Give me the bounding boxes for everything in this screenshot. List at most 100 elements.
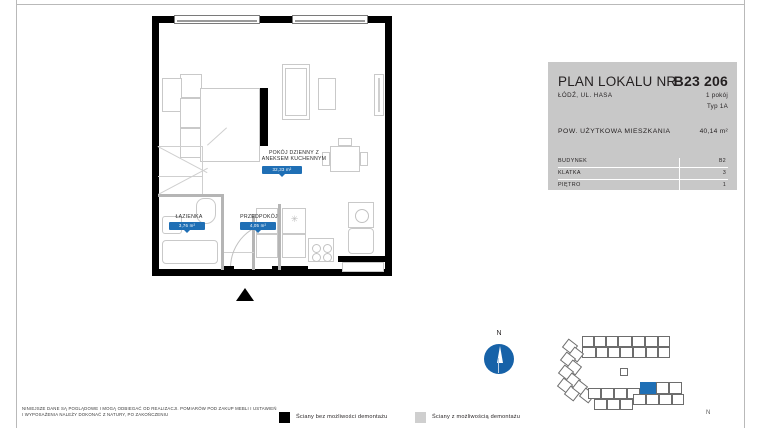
info-value-staircase: 3 (722, 170, 726, 176)
page-border-left (16, 0, 17, 428)
unit-address: ŁÓDŹ, UL. HASA (558, 92, 613, 99)
minimap-unit (594, 399, 607, 410)
furniture-wardrobe (162, 78, 182, 112)
furniture-chair-top (338, 138, 352, 146)
room-label-bathroom: ŁAZIENKA (175, 214, 203, 220)
door-jamb-left (224, 266, 234, 272)
minimap-unit (582, 347, 596, 358)
window-left-bar (177, 20, 257, 22)
window-right (292, 15, 368, 24)
info-table-vertical-divider (679, 158, 680, 192)
room-label-living: POKÓJ DZIENNY Z ANEKSEM KUCHENNYM (234, 150, 354, 163)
info-row-divider-1 (558, 167, 728, 168)
legend-label-fixed-walls: Ściany bez możliwości demontażu (296, 414, 388, 420)
info-row-floor: PIĘTRO 1 (558, 180, 728, 192)
minimap-unit (608, 347, 620, 358)
info-row-building: BUDYNEK B2 (558, 156, 728, 168)
minimap-unit (645, 336, 658, 347)
legend-label-removable-walls: Ściany z możliwością demontażu (432, 414, 521, 420)
panel-title: PLAN LOKALU NR (558, 74, 677, 89)
door-jamb-right (272, 266, 308, 272)
unit-number: B23 206 (673, 73, 728, 89)
burner-4 (323, 253, 332, 262)
window-right-wall-bar (378, 78, 380, 112)
furniture-dining-table (330, 146, 360, 172)
closet-line-top (158, 146, 203, 147)
apartment-floor-plan: ✳ POKÓJ DZIENNY Z ANEKSEM KUCHENNYM 32,3… (152, 15, 392, 276)
minimap-unit (633, 394, 646, 405)
kitchen-cabinet-c (282, 234, 306, 258)
minimap-unit (633, 347, 646, 358)
minimap-unit (620, 399, 633, 410)
minimap-unit (669, 382, 682, 394)
room-area-badge-living: 32,33 m² (262, 166, 302, 177)
disclaimer-text: NINIEJSZE DANE SĄ POGLĄDOWE I MOGĄ ODBIE… (22, 406, 277, 418)
minimap-unit (601, 388, 614, 399)
furniture-chair-left (322, 152, 330, 166)
building-minimap (548, 332, 688, 414)
kitchen-counter (342, 262, 384, 272)
usable-area-label: POW. UŻYTKOWA MIESZKANIA (558, 128, 671, 135)
fixture-toilet (196, 198, 216, 224)
minimap-highlighted-unit (640, 382, 656, 394)
furniture-sofa-seat (285, 68, 307, 116)
wall-right (385, 16, 392, 276)
unit-type: Typ 1A (706, 103, 728, 110)
wall-top (152, 16, 392, 23)
minimap-unit (618, 336, 632, 347)
furniture-nightstand-top (180, 74, 202, 98)
kitchen-appliance (348, 228, 374, 254)
info-key-floor: PIĘTRO (558, 182, 581, 188)
minimap-unit (596, 347, 608, 358)
minimap-unit (588, 388, 601, 399)
window-left (174, 15, 260, 24)
fixture-bathtub (162, 240, 218, 264)
minimap-unit (659, 394, 672, 405)
info-row-divider-2 (558, 179, 728, 180)
washer-drum (355, 209, 369, 223)
info-value-building: B2 (719, 158, 726, 164)
bathroom-upper-line (158, 176, 202, 177)
minimap-unit (646, 394, 659, 405)
kitchen-wall-stub (338, 256, 386, 262)
minimap-unit (582, 336, 594, 347)
burner-1 (312, 244, 321, 253)
furniture-nightstand-mid (180, 98, 202, 128)
furniture-nightstand-bottom (180, 128, 202, 158)
minimap-unit (658, 336, 670, 347)
compass-icon (484, 344, 514, 374)
info-key-building: BUDYNEK (558, 158, 588, 164)
room-living-line2: ANEKSEM KUCHENNYM (261, 156, 327, 163)
room-label-hall: PRZEDPOKÓJ (240, 214, 278, 220)
minimap-unit (620, 347, 633, 358)
minimap-unit (646, 347, 658, 358)
room-area-badge-hall: 4,05 m² (240, 222, 276, 233)
wall-left (152, 16, 159, 276)
kitchen-sink-unit (282, 208, 306, 234)
wall-bottom (152, 269, 392, 276)
entrance-marker-triangle (236, 288, 254, 301)
partition-stub (260, 88, 268, 146)
furniture-chair-right (360, 152, 368, 166)
burner-3 (312, 253, 321, 262)
minimap-unit (632, 336, 645, 347)
minimap-north-label: N (706, 410, 711, 416)
usable-area-value: 40,14 m² (699, 128, 728, 135)
minimap-courtyard-marker (620, 368, 628, 376)
furniture-coffee-table (318, 78, 336, 110)
furniture-bed (200, 88, 260, 162)
minimap-unit (607, 399, 620, 410)
compass-needle-tail (498, 358, 499, 373)
info-row-divider-3 (558, 191, 728, 192)
page-border-top (16, 4, 745, 5)
compass-needle (497, 346, 503, 363)
room-living-line1: POKÓJ DZIENNY Z (268, 150, 320, 156)
info-value-floor: 1 (722, 182, 726, 188)
minimap-unit (658, 347, 670, 358)
minimap-unit (594, 336, 606, 347)
kitchen-wall-left (278, 204, 281, 270)
unit-room-count: 1 pokój (705, 92, 728, 99)
bathroom-wall-right (221, 194, 224, 270)
minimap-unit (672, 394, 684, 405)
